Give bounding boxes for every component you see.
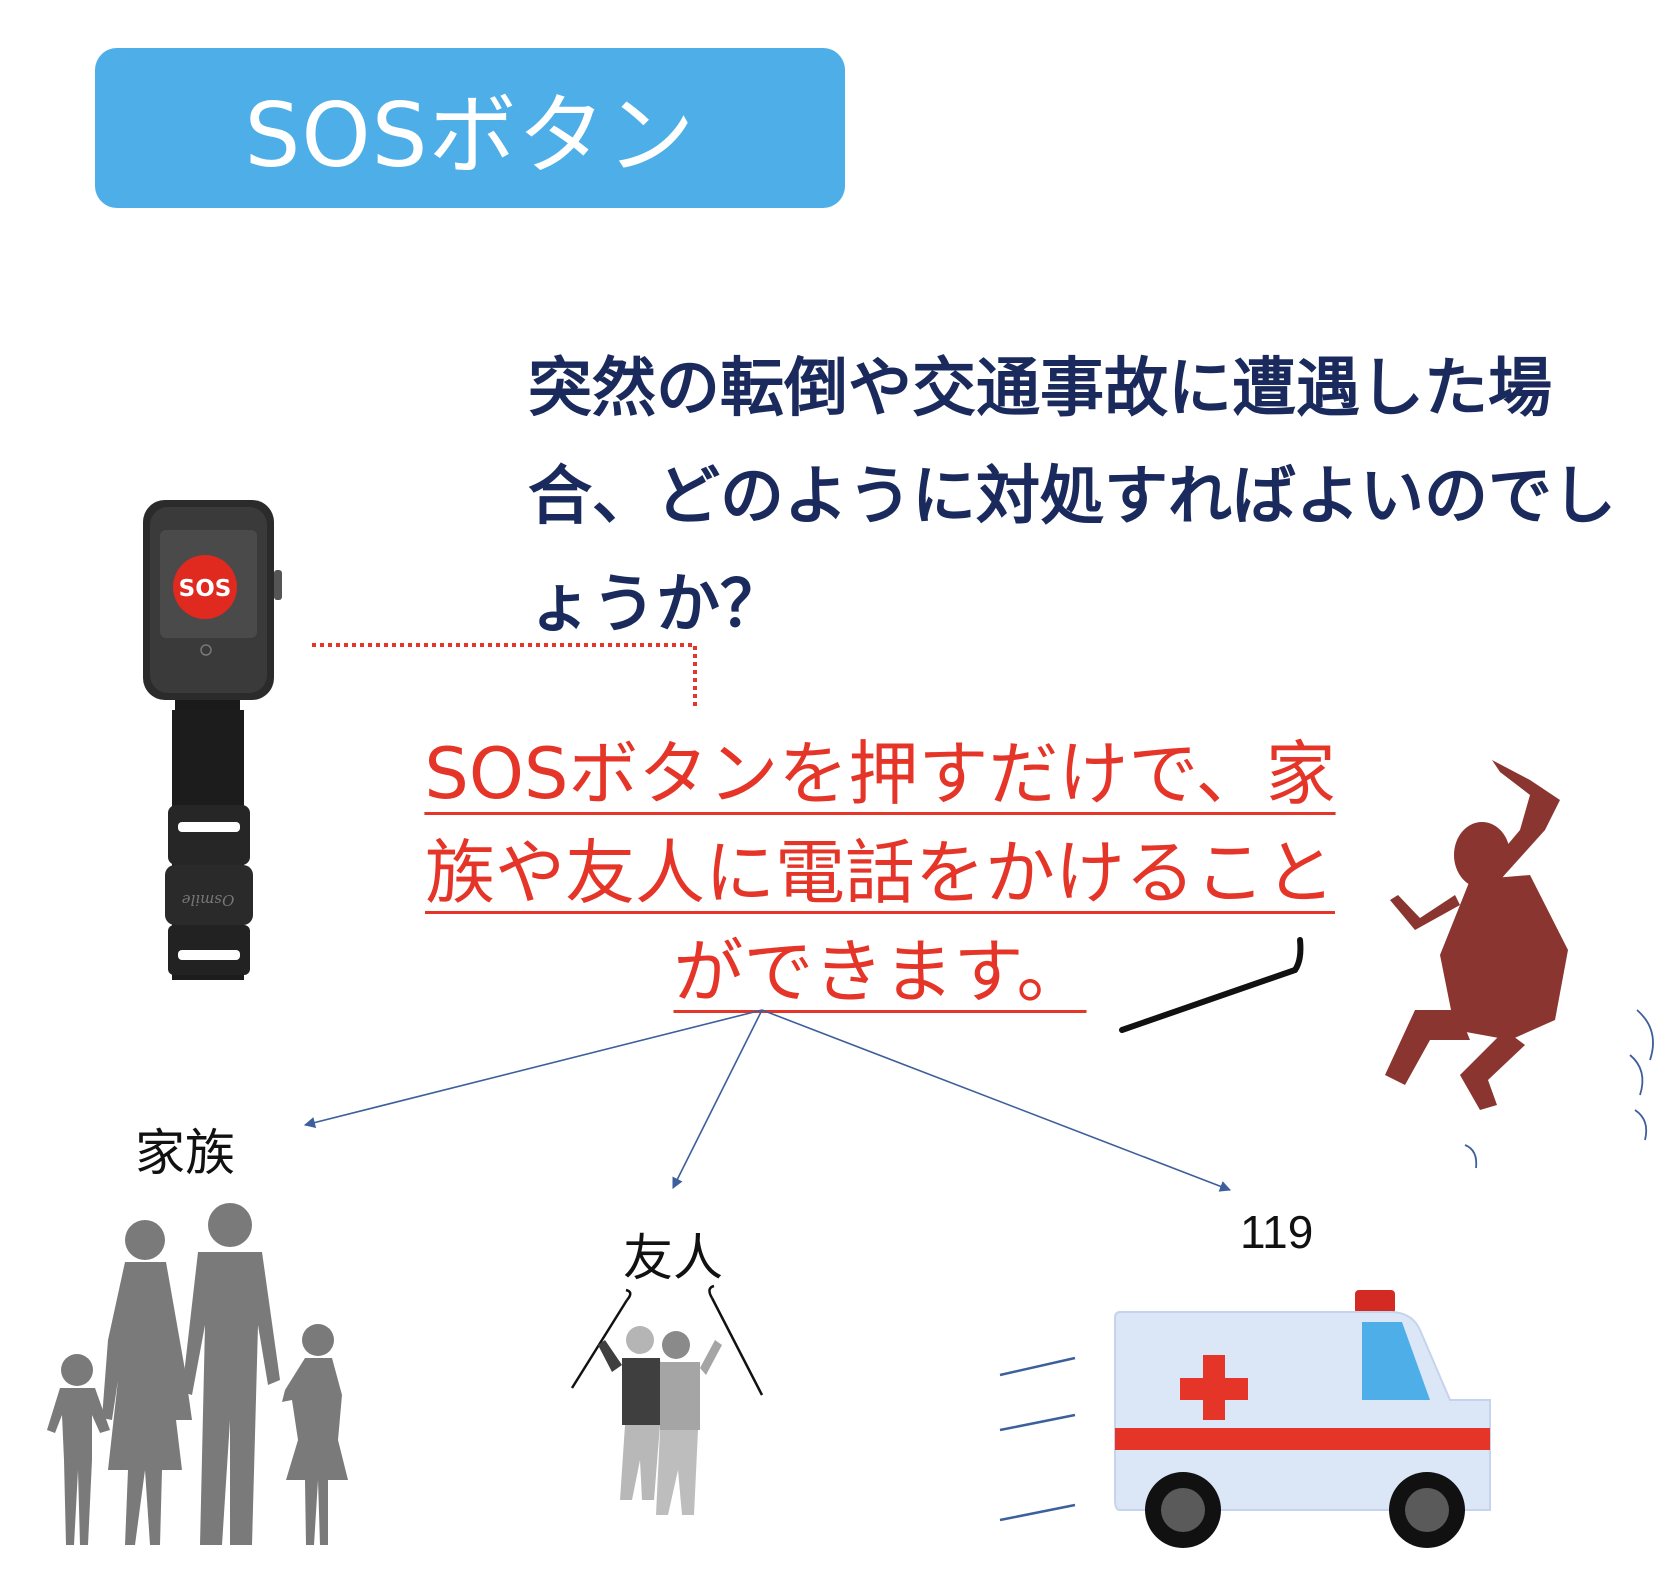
ambulance-icon (999, 1290, 1491, 1548)
arrow-to-119 (761, 1009, 1232, 1192)
watch-brand-label: Osmile (182, 891, 235, 909)
watch-connector-line (312, 643, 697, 710)
sos-button-icon (173, 555, 237, 619)
answer-line-3: ができます。 (673, 931, 1087, 1013)
answer-line-1: SOSボタンを押すだけで、家 (424, 733, 1336, 815)
watch-sos-label: SOS (179, 576, 232, 602)
falling-person-icon (1385, 760, 1568, 1110)
answer-text: SOSボタンを押すだけで、家 族や友人に電話をかけること ができます。 (405, 725, 1355, 1022)
arrow-to-family (303, 1009, 763, 1128)
arrows (303, 1009, 1232, 1192)
cane-icon (1119, 937, 1304, 1033)
answer-line-2: 族や友人に電話をかけること (425, 832, 1335, 914)
friends-elderly-icon (570, 1284, 764, 1515)
smartwatch-image: SOS Osmile (143, 500, 282, 980)
title-badge: SOSボタン (95, 48, 845, 208)
question-text: 突然の転倒や交通事故に遭遇した場合、どのように対処すればよいのでしょうか？ (528, 352, 1616, 642)
family-silhouette-icon (47, 1203, 348, 1545)
motion-marks (1464, 1009, 1654, 1169)
page-title: SOSボタン (244, 83, 696, 187)
family-label: 家族 (135, 1124, 235, 1182)
arrow-to-friend (672, 1009, 763, 1190)
emergency-119-label: 119 (1240, 1206, 1314, 1258)
friend-label: 友人 (623, 1229, 723, 1287)
